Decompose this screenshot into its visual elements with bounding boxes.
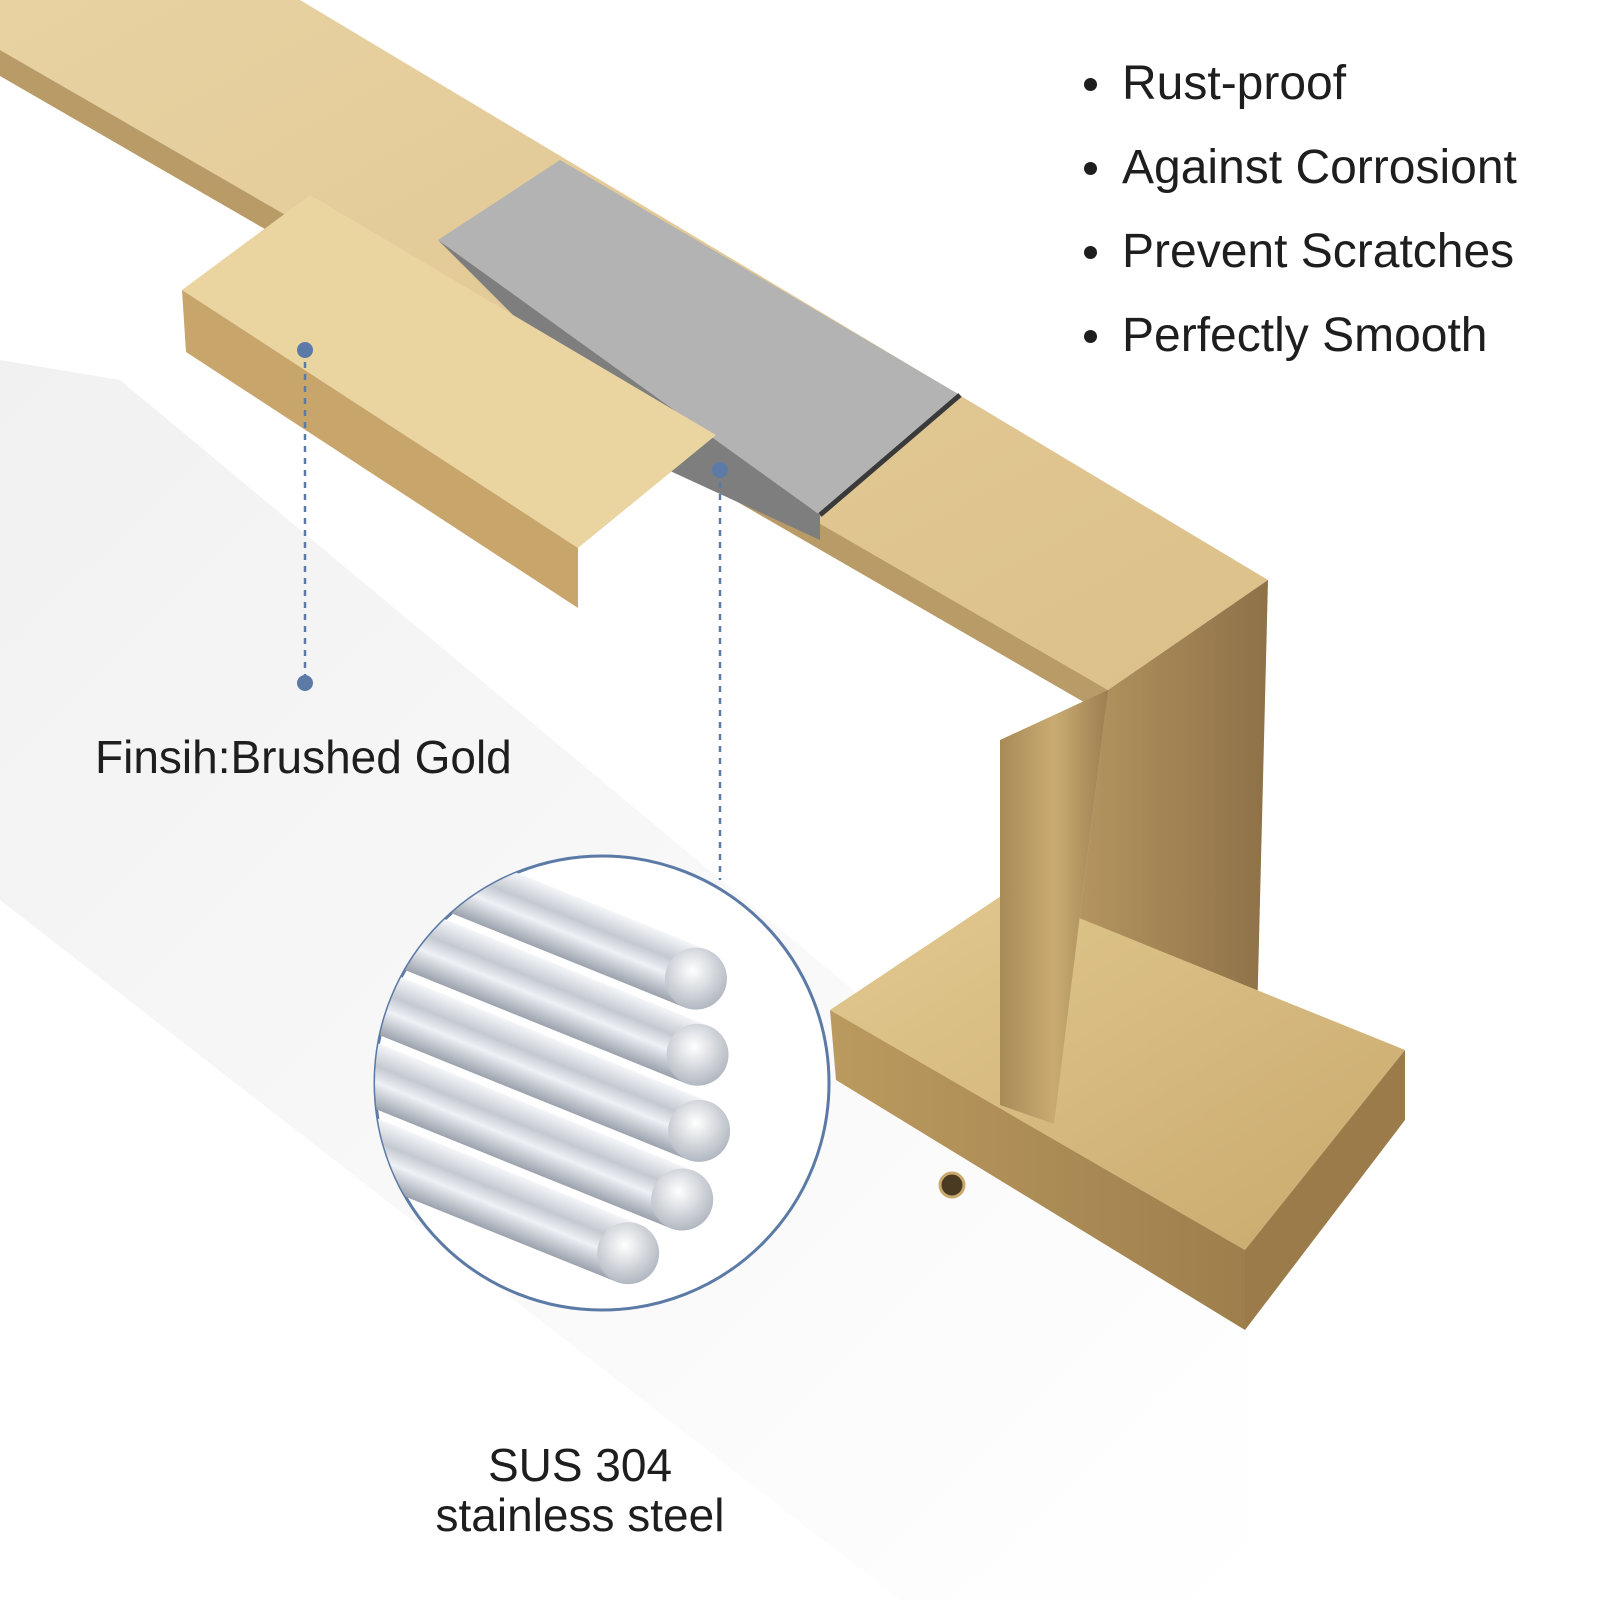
finish-callout-dot-top <box>297 342 313 358</box>
feature-item: Rust-proof <box>1082 60 1517 144</box>
steel-core-top <box>438 160 960 515</box>
material-label: SUS 304 stainless steel <box>410 1440 750 1540</box>
finish-label: Finsih:Brushed Gold <box>95 731 512 783</box>
screw-hole-icon <box>938 1171 966 1199</box>
feature-item: Prevent Scratches <box>1082 228 1517 312</box>
base-plate-side <box>1245 1050 1405 1330</box>
base-plate-top <box>830 890 1405 1250</box>
bullet-icon <box>1084 246 1097 259</box>
gold-plating-top <box>182 195 716 548</box>
feature-item: Against Corrosiont <box>1082 144 1517 228</box>
feature-text: Rust-proof <box>1122 57 1347 110</box>
feature-text: Against Corrosiont <box>1122 141 1517 194</box>
base-plate-front <box>830 1010 1245 1330</box>
feature-list: Rust-proof Against Corrosiont Prevent Sc… <box>1082 60 1517 396</box>
gold-plating-edge <box>182 290 578 608</box>
material-label-line1: SUS 304 <box>487 1439 673 1491</box>
bullet-icon <box>1084 330 1097 343</box>
material-callout-dot <box>712 462 728 478</box>
material-label-line2: stainless steel <box>435 1489 725 1541</box>
feature-text: Perfectly Smooth <box>1122 309 1488 362</box>
gold-post-front <box>1000 690 1108 1124</box>
bullet-icon <box>1084 162 1097 175</box>
finish-callout-dot-bottom <box>297 675 313 691</box>
feature-text: Prevent Scratches <box>1122 225 1515 278</box>
steel-rods-icon <box>375 856 731 1285</box>
bullet-icon <box>1084 78 1097 91</box>
feature-item: Perfectly Smooth <box>1082 312 1517 396</box>
